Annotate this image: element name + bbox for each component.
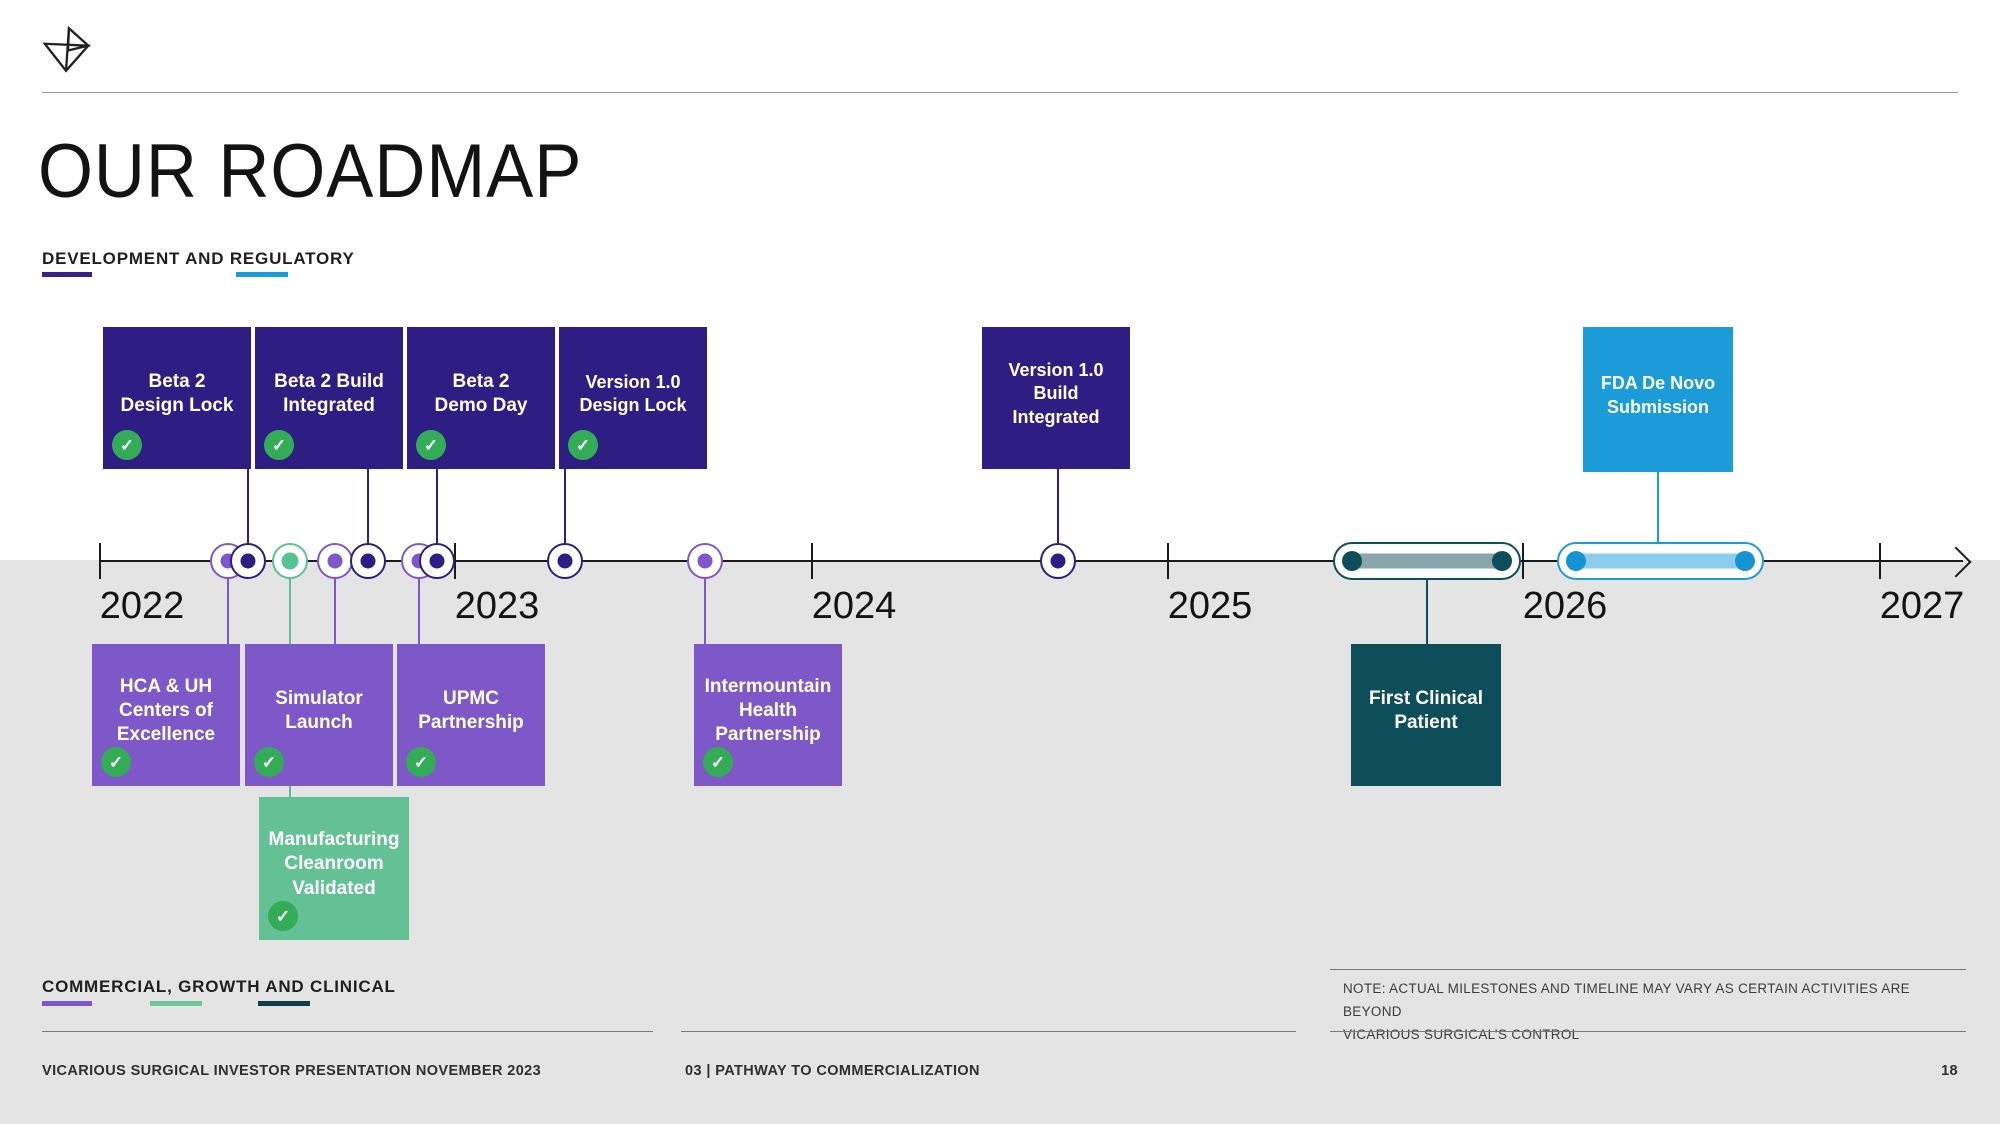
- note-top-rule: [1330, 969, 1966, 970]
- milestone-intermountain-health: Intermountain Health Partnership ✓: [694, 644, 842, 786]
- check-icon: ✓: [264, 430, 294, 460]
- milestone-label: UPMC Partnership: [418, 687, 524, 733]
- tick-2022: [99, 543, 101, 579]
- footer-section-title: 03 | PATHWAY TO COMMERCIALIZATION: [685, 1063, 980, 1079]
- milestone-fda-de-novo-submission: FDA De Novo Submission: [1583, 327, 1733, 472]
- range-pill-first-clinical-patient: [1333, 542, 1521, 580]
- footer-presentation-title: VICARIOUS SURGICAL INVESTOR PRESENTATION…: [42, 1063, 542, 1079]
- footer-rule-center: [681, 1031, 1296, 1032]
- milestone-hca-uh-centers: HCA & UH Centers of Excellence ✓: [92, 644, 240, 786]
- year-label-2022: 2022: [99, 585, 185, 627]
- connector-intermountain: [704, 561, 706, 644]
- milestone-beta2-demo-day: Beta 2 Demo Day ✓: [407, 327, 555, 469]
- header-divider: [42, 92, 1958, 93]
- milestone-label: Beta 2 Build Integrated: [274, 370, 384, 416]
- disclaimer-note: NOTE: ACTUAL MILESTONES AND TIMELINE MAY…: [1343, 978, 1963, 1047]
- connector-upmc: [418, 561, 420, 644]
- milestone-first-clinical-patient: First Clinical Patient: [1351, 644, 1501, 786]
- year-label-2027: 2027: [1879, 585, 1965, 627]
- milestone-v1-build-integrated: Version 1.0 Build Integrated: [982, 327, 1130, 469]
- connector-beta2-demo-day: [436, 469, 438, 561]
- year-label-2026: 2026: [1522, 585, 1608, 627]
- check-icon: ✓: [406, 747, 436, 777]
- milestone-label: Version 1.0 Build Integrated: [1008, 360, 1104, 427]
- connector-first-clinical-patient: [1426, 579, 1428, 644]
- check-icon: ✓: [268, 901, 298, 931]
- disclaimer-note-line2: VICARIOUS SURGICAL’S CONTROL: [1343, 1026, 1580, 1042]
- milestone-dot-beta2-build: [350, 543, 386, 579]
- connector-hca-uh: [227, 561, 229, 644]
- footer-rule-left: [42, 1031, 653, 1032]
- milestone-label: Version 1.0 Design Lock: [579, 371, 687, 415]
- tick-2023: [454, 543, 456, 579]
- legend-regulatory-bar: [236, 272, 288, 277]
- disclaimer-note-line1: NOTE: ACTUAL MILESTONES AND TIMELINE MAY…: [1343, 981, 1910, 1019]
- milestone-beta2-design-lock: Beta 2 Design Lock ✓: [103, 327, 251, 469]
- check-icon: ✓: [101, 747, 131, 777]
- milestone-upmc-partnership: UPMC Partnership ✓: [397, 644, 545, 786]
- milestone-dot-simulator: [317, 543, 353, 579]
- check-icon: ✓: [416, 430, 446, 460]
- page-title: OUR ROADMAP: [38, 129, 583, 214]
- connector-beta2-design-lock: [247, 469, 249, 561]
- milestone-v1-design-lock: Version 1.0 Design Lock ✓: [559, 327, 707, 469]
- milestone-dot-beta2-demo: [419, 543, 455, 579]
- milestone-dot-v1-build: [1040, 543, 1076, 579]
- milestone-dot-cleanroom: [272, 543, 308, 579]
- footer-page-number: 18: [1941, 1063, 1958, 1079]
- footer-rule-right: [1330, 1031, 1966, 1032]
- connector-beta2-build-integrated: [367, 469, 369, 561]
- milestone-label: FDA De Novo Submission: [1600, 373, 1716, 417]
- milestone-label: Beta 2 Design Lock: [120, 370, 234, 416]
- tick-2027: [1879, 543, 1881, 579]
- connector-fda-de-novo: [1657, 471, 1659, 543]
- milestone-label: Manufacturing Cleanroom Validated: [268, 829, 400, 899]
- milestone-beta2-build-integrated: Beta 2 Build Integrated ✓: [255, 327, 403, 469]
- check-icon: ✓: [254, 747, 284, 777]
- tick-2024: [811, 543, 813, 579]
- legend-commercial-bar: [42, 1001, 92, 1006]
- section-label-development-regulatory: DEVELOPMENT AND REGULATORY: [42, 249, 355, 268]
- year-label-2023: 2023: [454, 585, 540, 627]
- milestone-label: Simulator Launch: [275, 687, 363, 733]
- check-icon: ✓: [568, 430, 598, 460]
- connector-v1-design-lock: [564, 469, 566, 561]
- year-label-2024: 2024: [811, 585, 897, 627]
- check-icon: ✓: [112, 430, 142, 460]
- check-icon: ✓: [703, 747, 733, 777]
- connector-v1-build-integrated: [1057, 469, 1059, 561]
- section-label-commercial-growth-clinical: COMMERCIAL, GROWTH AND CLINICAL: [42, 977, 396, 996]
- milestone-manufacturing-cleanroom: Manufacturing Cleanroom Validated ✓: [259, 797, 409, 940]
- legend-development-bar: [42, 272, 92, 277]
- milestone-dot-intermountain: [687, 543, 723, 579]
- vicarious-logo-icon: [38, 24, 96, 83]
- milestone-simulator-launch: Simulator Launch ✓: [245, 644, 393, 786]
- milestone-label: HCA & UH Centers of Excellence: [116, 675, 216, 746]
- range-pill-fda-de-novo: [1557, 542, 1764, 580]
- milestone-label: First Clinical Patient: [1368, 687, 1484, 733]
- milestone-dot-beta2-design-lock: [230, 543, 266, 579]
- connector-simulator-launch: [334, 561, 336, 644]
- legend-growth-bar: [150, 1001, 202, 1006]
- year-label-2025: 2025: [1167, 585, 1253, 627]
- milestone-dot-v1-design-lock: [547, 543, 583, 579]
- milestone-label: Intermountain Health Partnership: [704, 675, 832, 746]
- tick-2025: [1167, 543, 1169, 579]
- legend-clinical-bar: [258, 1001, 310, 1006]
- milestone-label: Beta 2 Demo Day: [434, 370, 528, 416]
- tick-2026: [1522, 543, 1524, 579]
- timeline-axis: [100, 560, 1963, 562]
